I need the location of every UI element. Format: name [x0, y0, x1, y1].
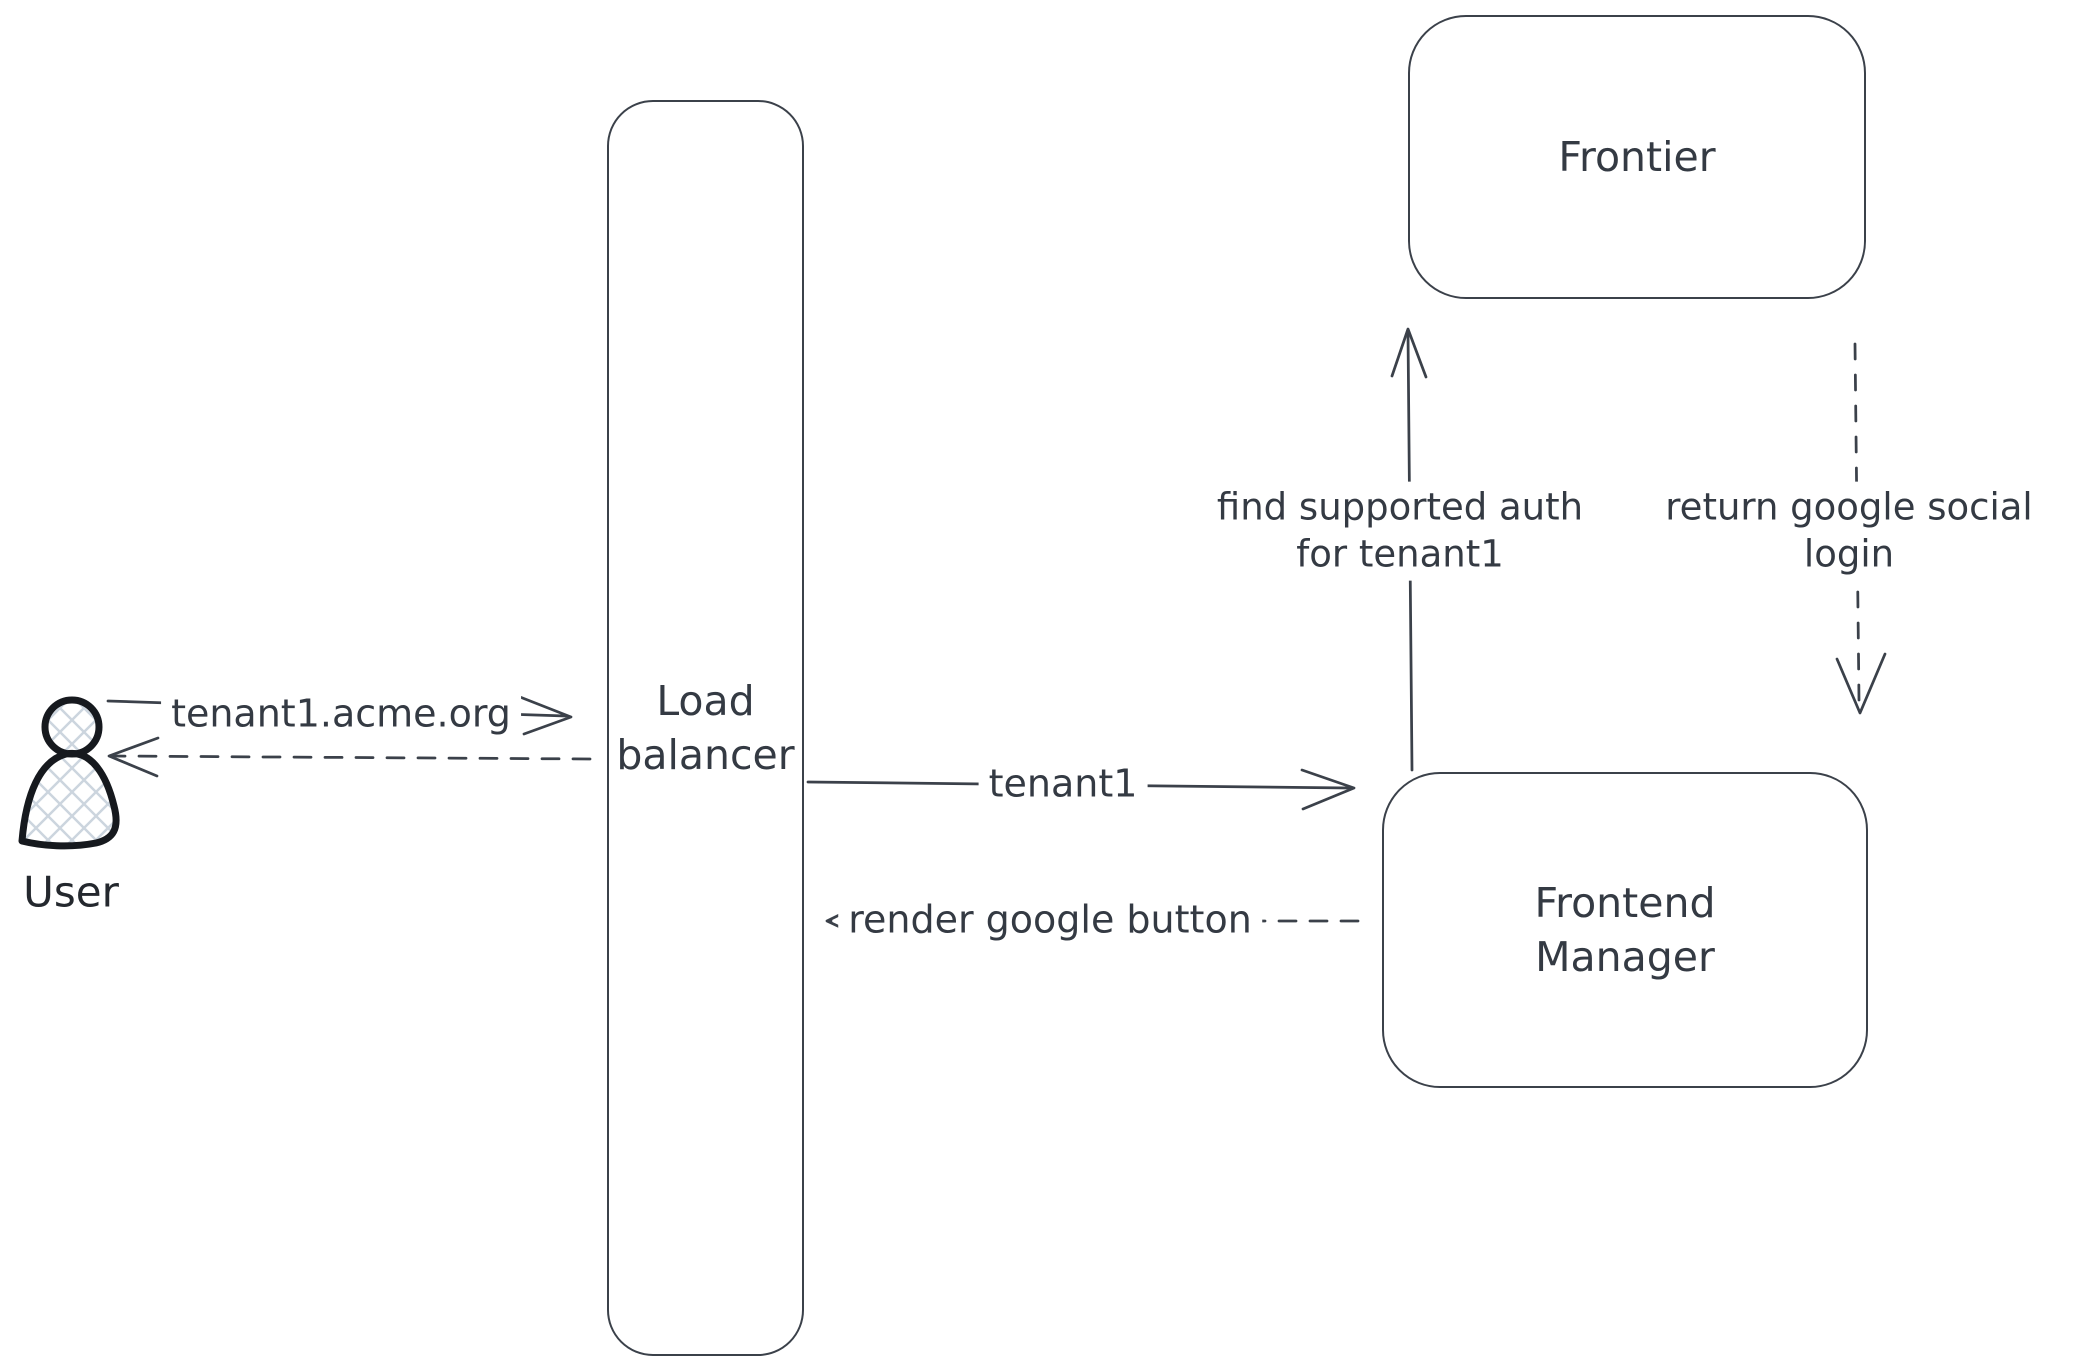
edge-label-find-supported-auth-line1: find supported auth	[1216, 485, 1584, 529]
frontend-manager-label: Frontend Manager	[1535, 876, 1716, 984]
edge-label-find-supported-auth-line2: for tenant1	[1296, 533, 1504, 576]
arrow-load-balancer-to-user	[107, 736, 592, 778]
frontier-label: Frontier	[1558, 132, 1716, 181]
arrowhead-down	[1835, 652, 1887, 715]
arrowhead-right	[1300, 768, 1356, 811]
edge-label-return-google-line1: return google social	[1665, 485, 2033, 529]
edge-label-render-google-button: render google button	[838, 893, 1262, 947]
edge-label-tenant1-acme-org: tenant1.acme.org	[161, 687, 521, 741]
person-head	[41, 696, 103, 758]
person-body	[18, 749, 120, 850]
frontend-manager-label-line1: Frontend	[1534, 878, 1716, 927]
user-label: User	[23, 867, 119, 917]
arrowhead-right	[518, 695, 573, 736]
node-frontier: Frontier	[1408, 15, 1866, 299]
arrowhead-up	[1390, 327, 1428, 379]
person-icon	[18, 696, 120, 850]
edge-label-return-google-line2: login	[1803, 533, 1895, 576]
arrow-frontier-to-frontend-manager	[1835, 342, 1887, 715]
load-balancer-label-line1: Load	[656, 676, 755, 725]
load-balancer-label: Load balancer	[616, 674, 794, 782]
frontend-manager-label-line2: Manager	[1535, 933, 1715, 981]
edge-label-find-supported-auth: find supported auth for tenant1	[1206, 481, 1594, 581]
node-load-balancer: Load balancer	[607, 100, 804, 1356]
load-balancer-label-line2: balancer	[616, 731, 795, 779]
arrowhead-left	[107, 736, 160, 778]
edge-label-return-google-social-login: return google social login	[1655, 481, 2043, 581]
edge-label-tenant1: tenant1	[978, 757, 1148, 811]
node-frontend-manager: Frontend Manager	[1382, 772, 1868, 1088]
